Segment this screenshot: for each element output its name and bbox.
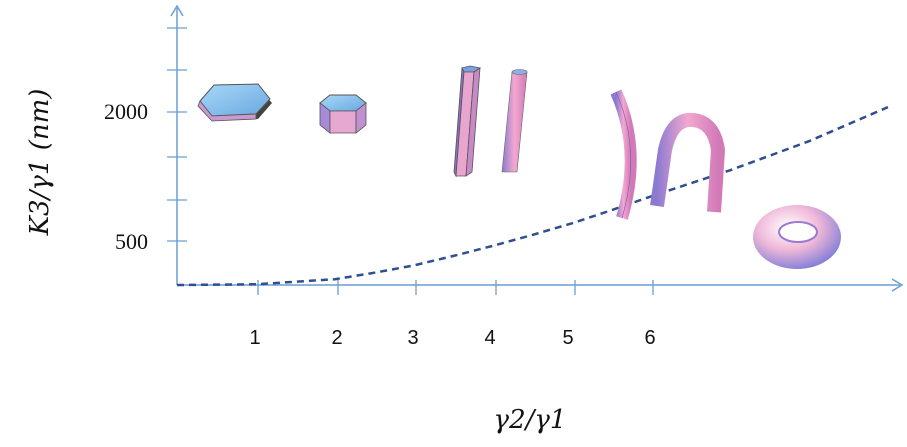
x-tick-label: 3 bbox=[407, 327, 418, 349]
x-tick-label: 5 bbox=[562, 327, 573, 349]
x-tick-label: 6 bbox=[644, 327, 655, 349]
x-axis-arrow bbox=[891, 278, 904, 292]
hexagonal-rod-icon bbox=[453, 65, 482, 178]
y-tick-labels: 500 2000 bbox=[104, 99, 148, 254]
bent-rod-icon bbox=[610, 89, 637, 220]
y-axis-arrow bbox=[170, 4, 184, 17]
hexagonal-prism-icon bbox=[319, 94, 367, 134]
u-tube-icon bbox=[650, 112, 726, 213]
y-axis-title: K3/γ1 (nm) bbox=[25, 89, 55, 237]
x-tick-label: 1 bbox=[249, 327, 260, 349]
y-tick-marks bbox=[167, 27, 187, 242]
axes bbox=[167, 4, 904, 295]
y-tick-label: 2000 bbox=[104, 99, 148, 124]
x-axis-title: γ2/γ1 bbox=[494, 405, 567, 435]
torus-icon bbox=[753, 205, 841, 269]
x-tick-labels: 1 2 3 4 5 6 bbox=[249, 327, 655, 349]
x-tick-label: 2 bbox=[331, 327, 342, 349]
x-tick-label: 4 bbox=[484, 327, 495, 349]
x-tick-marks bbox=[257, 280, 654, 295]
hexagonal-plate-icon bbox=[197, 83, 272, 122]
y-tick-label: 500 bbox=[115, 229, 148, 254]
cylinder-rod-icon bbox=[501, 69, 528, 173]
